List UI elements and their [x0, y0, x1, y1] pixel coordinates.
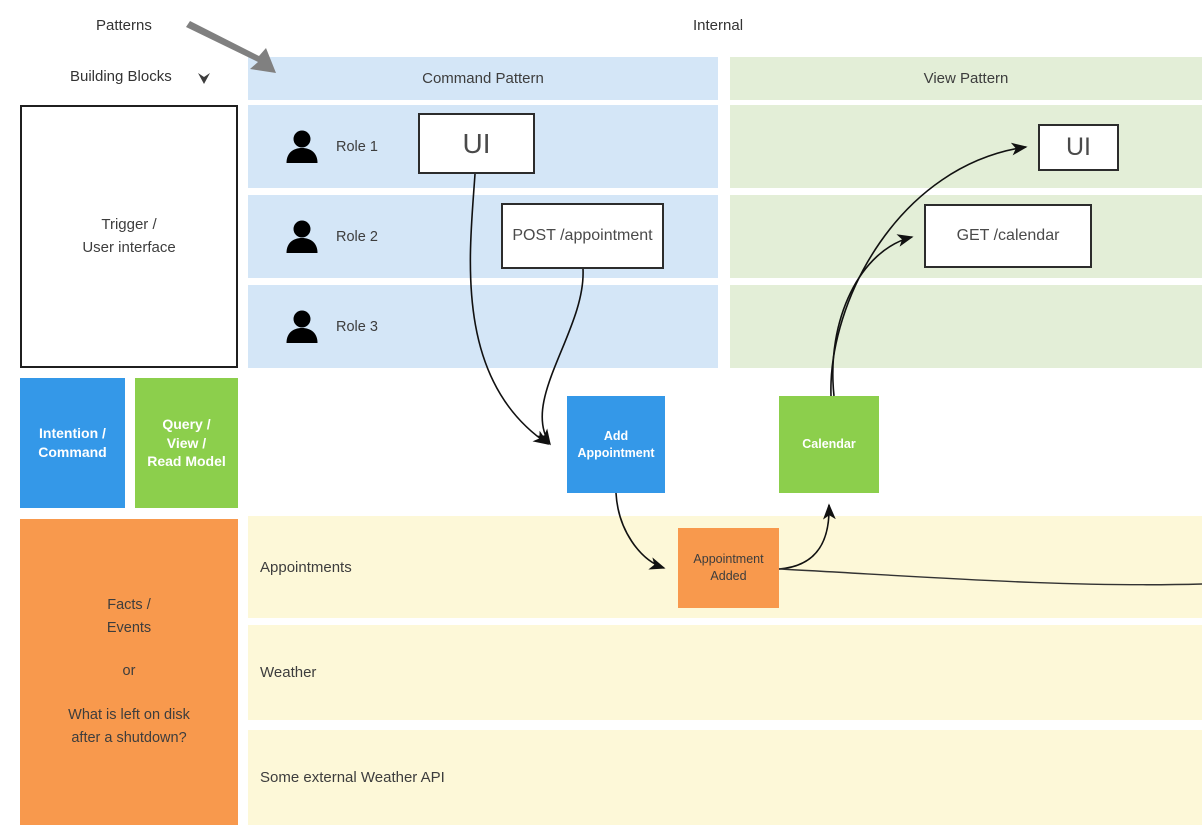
role-entry-2: Role 2 [280, 215, 378, 259]
legend-query-line-3: Read Model [147, 453, 226, 470]
post-appointment-box: POST /appointment [501, 203, 664, 269]
add-appointment-line-1: Add [603, 428, 629, 443]
role-entry-1: Role 1 [280, 125, 378, 169]
legend-query-view-readmodel: Query / View / Read Model [135, 378, 238, 508]
role-label-3: Role 3 [336, 318, 378, 335]
legend-command-line-1: Intention / [39, 425, 106, 442]
legend-facts-line-2: Events [106, 620, 152, 637]
building-blocks-label: Building Blocks [70, 68, 172, 85]
add-appointment-line-2: Appointment [577, 445, 655, 460]
legend-intention-command: Intention / Command [20, 378, 125, 508]
get-calendar-box: GET /calendar [924, 204, 1092, 268]
trigger-line-1: Trigger / [101, 216, 157, 233]
person-icon [280, 215, 324, 259]
fact-lane-external-weather-api: Some external Weather API [248, 730, 1202, 825]
legend-facts-line-1: Facts / [107, 597, 151, 614]
lane-row-view-1 [730, 105, 1202, 188]
role-label-2: Role 2 [336, 228, 378, 245]
lane-row-view-3 [730, 285, 1202, 368]
trigger-line-2: User interface [82, 238, 176, 256]
node-calendar: Calendar [779, 396, 879, 493]
role-label-1: Role 1 [336, 138, 378, 155]
legend-query-line-2: View / [166, 434, 207, 451]
legend-facts-line-5: after a shutdown? [71, 729, 187, 746]
legend-query-line-1: Query / [162, 415, 211, 432]
lane-header-command: Command Pattern [248, 57, 718, 100]
legend-facts-line-4: What is left on disk [68, 706, 190, 723]
internal-label: Internal [693, 17, 744, 34]
role-entry-3: Role 3 [280, 305, 378, 349]
appointment-added-line-1: Appointment [693, 552, 764, 567]
legend-facts-events: Facts / Events or What is left on disk a… [20, 519, 238, 825]
calendar-line-1: Calendar [802, 437, 856, 452]
ui-box-view: UI [1038, 124, 1119, 171]
appointment-added-line-2: Added [710, 569, 747, 583]
legend-command-line-2: Command [38, 444, 107, 460]
person-icon [280, 305, 324, 349]
legend-facts-line-3: or [122, 663, 136, 680]
trigger-user-interface-box: Trigger / User interface [20, 105, 238, 368]
patterns-label: Patterns [96, 17, 152, 34]
ui-box-command: UI [418, 113, 535, 174]
lane-row-command-3: Role 3 [248, 285, 718, 368]
caret-down-icon [195, 69, 213, 87]
fact-lane-weather: Weather [248, 625, 1202, 720]
node-appointment-added: Appointment Added [678, 528, 779, 608]
node-add-appointment: Add Appointment [567, 396, 665, 493]
lane-header-view: View Pattern [730, 57, 1202, 100]
person-icon [280, 125, 324, 169]
